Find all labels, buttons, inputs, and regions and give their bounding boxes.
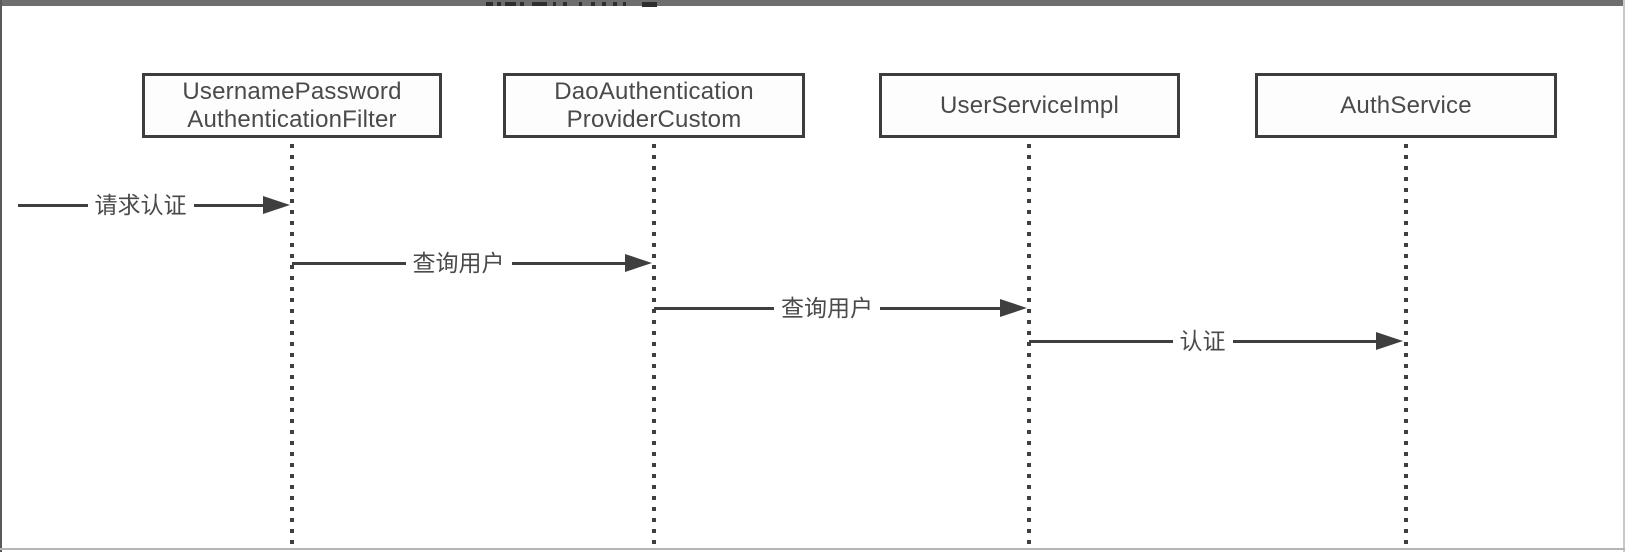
cropped-title-fragment	[532, 2, 547, 6]
cropped-title-fragment	[563, 2, 567, 6]
message-line	[654, 306, 774, 310]
cropped-title-fragment	[602, 2, 606, 6]
cropped-title-fragment	[623, 2, 626, 6]
participant-box-auth-service: AuthService	[1255, 73, 1557, 138]
message-label: 请求认证	[94, 192, 187, 218]
participant-label-line: ProviderCustom	[566, 105, 742, 133]
message-line	[292, 261, 406, 265]
lifeline-dao-authentication-provider-custom	[652, 144, 656, 550]
cropped-title-fragment	[579, 2, 582, 6]
arrowhead-right-icon	[625, 254, 652, 272]
message-arrow-request-auth: 请求认证	[18, 192, 290, 218]
frame-top-bar	[0, 0, 1625, 7]
cropped-title-fragment	[505, 2, 516, 6]
cropped-title-fragment	[497, 2, 501, 6]
cropped-title-fragment	[553, 2, 556, 6]
message-line	[1029, 339, 1173, 343]
frame-bottom-border	[0, 548, 1625, 550]
lifeline-user-service-impl	[1027, 144, 1031, 550]
message-arrow-query-user-2: 查询用户	[654, 295, 1027, 321]
participant-label-line: UsernamePassword	[182, 77, 402, 105]
message-label: 查询用户	[412, 250, 505, 276]
lifeline-username-password-authentication-filter	[290, 144, 294, 550]
participant-box-user-service-impl: UserServiceImpl	[879, 73, 1180, 138]
participant-label-line: DaoAuthentication	[554, 77, 754, 105]
participant-label-line: AuthService	[1340, 91, 1472, 119]
message-line	[880, 306, 1000, 310]
message-label: 认证	[1179, 328, 1226, 354]
message-line	[193, 203, 263, 207]
cropped-title-fragment	[591, 2, 595, 6]
cropped-title-fragment	[486, 2, 493, 6]
message-arrow-authenticate: 认证	[1029, 328, 1403, 354]
participant-box-dao-authentication-provider-custom: DaoAuthentication ProviderCustom	[503, 73, 805, 138]
frame-left-border	[0, 0, 2, 552]
message-line	[18, 203, 88, 207]
arrowhead-right-icon	[263, 196, 290, 214]
lifeline-auth-service	[1404, 144, 1408, 550]
cropped-title-fragment	[642, 2, 657, 7]
arrowhead-right-icon	[1000, 299, 1027, 317]
participant-box-username-password-authentication-filter: UsernamePassword AuthenticationFilter	[142, 73, 442, 138]
participant-label-line: AuthenticationFilter	[187, 105, 397, 133]
frame-right-border	[1623, 0, 1625, 552]
cropped-title-fragment	[520, 2, 524, 6]
message-arrow-query-user-1: 查询用户	[292, 250, 652, 276]
message-label: 查询用户	[781, 295, 873, 321]
message-line	[511, 261, 625, 265]
message-line	[1232, 339, 1376, 343]
participant-label-line: UserServiceImpl	[939, 91, 1120, 119]
arrowhead-right-icon	[1376, 332, 1403, 350]
cropped-title-fragment	[613, 2, 617, 6]
